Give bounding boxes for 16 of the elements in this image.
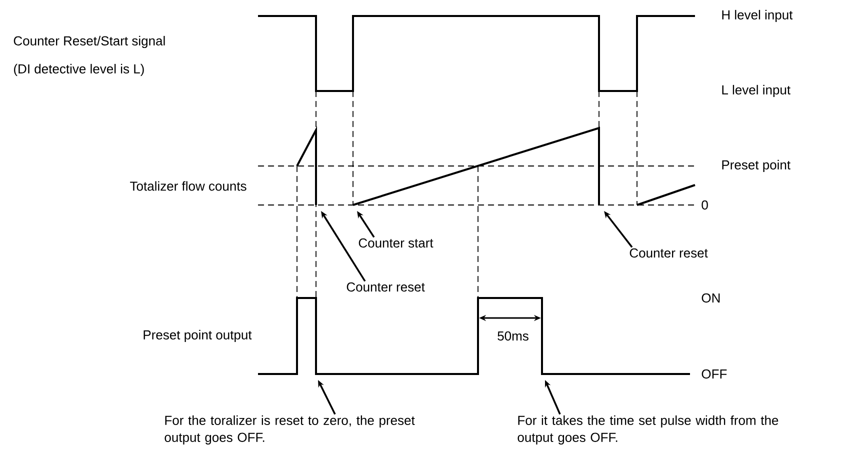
signal-label: Totalizer flow counts xyxy=(130,181,246,191)
callout-text: Counter reset xyxy=(630,248,708,258)
callout-text: For it takes the time set pulse width from the output goes OFF. xyxy=(518,415,778,445)
level-label: Preset point xyxy=(722,160,790,172)
signal-label: Preset point output xyxy=(144,330,252,342)
signal-label: (DI detective level is L) xyxy=(14,64,144,76)
dimension-label: 50ms xyxy=(498,331,528,341)
level-label: H level input xyxy=(722,10,793,22)
level-label: L level input xyxy=(722,84,790,98)
callout-text: For the toralizer is reset to zero, the preset output goes OFF. xyxy=(164,415,415,445)
signal-label: Counter Reset/Start signal xyxy=(14,36,165,48)
level-label: OFF xyxy=(702,369,727,379)
callout-text: Counter start xyxy=(358,238,434,248)
callout-text: Counter reset xyxy=(346,282,425,292)
level-label: 0 xyxy=(702,200,708,210)
level-label: ON xyxy=(702,293,720,303)
